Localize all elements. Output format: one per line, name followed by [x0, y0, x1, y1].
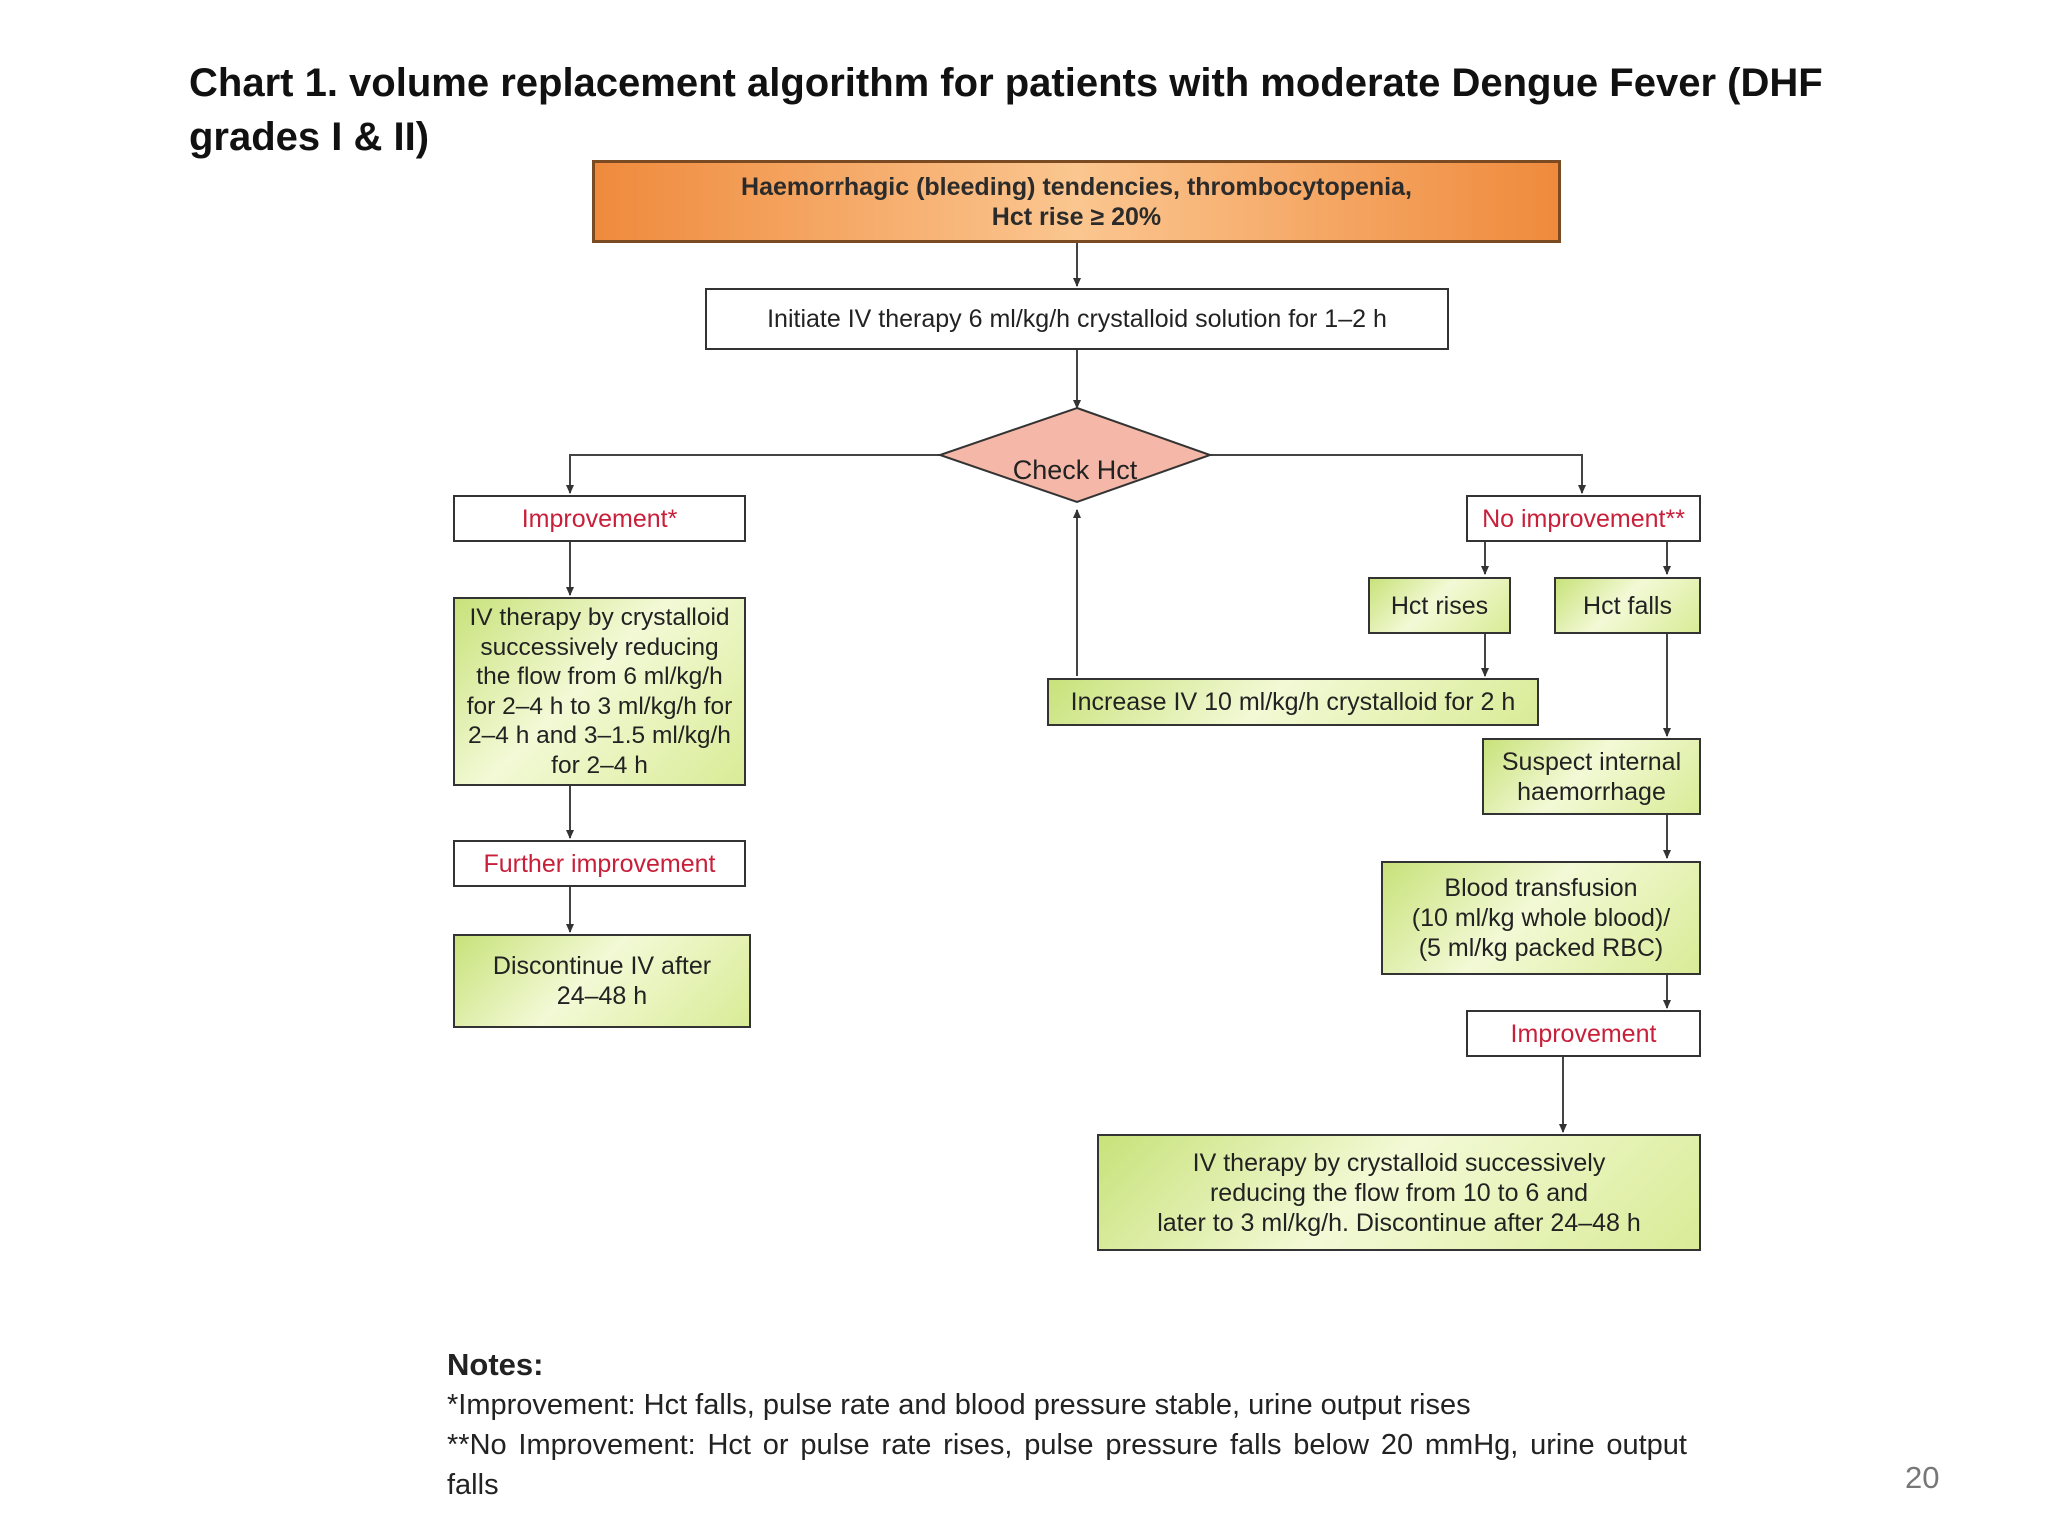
hct-falls-node: Hct falls — [1554, 577, 1701, 634]
no-improvement-node: No improvement** — [1466, 495, 1701, 542]
further-improvement-node: Further improvement — [453, 840, 746, 887]
slide-title: Chart 1. volume replacement algorithm fo… — [189, 61, 1823, 159]
notes-heading: Notes: — [447, 1347, 544, 1382]
hct-rises-node: Hct rises — [1368, 577, 1511, 634]
initiate-iv-node: Initiate IV therapy 6 ml/kg/h crystalloi… — [705, 288, 1449, 350]
notes-section: Notes: *Improvement: Hct falls, pulse ra… — [447, 1345, 1687, 1505]
increase-iv-node: Increase IV 10 ml/kg/h crystalloid for 2… — [1047, 678, 1539, 726]
suspect-haemorrhage-node: Suspect internal haemorrhage — [1482, 738, 1701, 815]
discontinue-node: Discontinue IV after 24–48 h — [453, 934, 751, 1028]
improvement-2-node: Improvement — [1466, 1010, 1701, 1057]
blood-transfusion-node: Blood transfusion (10 ml/kg whole blood)… — [1381, 861, 1701, 975]
start-node: Haemorrhagic (bleeding) tendencies, thro… — [592, 160, 1561, 243]
decision-diamond — [936, 406, 1214, 504]
iv-final-node: IV therapy by crystalloid successively r… — [1097, 1134, 1701, 1251]
iv-reducing-node: IV therapy by crystalloid successively r… — [453, 597, 746, 786]
note-no-improvement: **No Improvement: Hct or pulse rate rise… — [447, 1429, 1687, 1501]
page-number: 20 — [1905, 1460, 1940, 1495]
check-hct-label: Check Hct — [1012, 454, 1138, 485]
connector-check-no-improvement — [1210, 454, 1586, 494]
note-improvement: *Improvement: Hct falls, pulse rate and … — [447, 1389, 1471, 1421]
connector-check-improvement — [566, 454, 940, 494]
improvement-node: Improvement* — [453, 495, 746, 542]
